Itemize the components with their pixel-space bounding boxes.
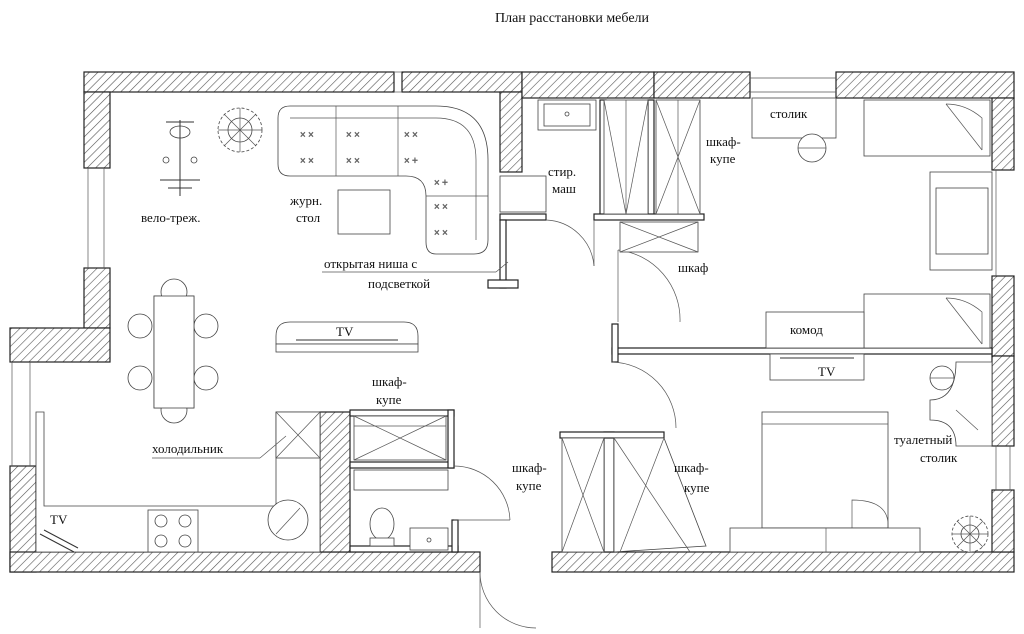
label-wardrobe-top-2: купе bbox=[710, 151, 736, 166]
label-wardrobe-hall-2: купе bbox=[376, 392, 402, 407]
label-chest: комод bbox=[790, 322, 823, 337]
label-wardrobe-bl-2: купе bbox=[516, 478, 542, 493]
wardrobe-top bbox=[655, 99, 701, 215]
wardrobe-bottom-left bbox=[561, 437, 605, 553]
svg-text:× ×: × × bbox=[346, 130, 360, 141]
svg-text:× ×: × × bbox=[346, 156, 360, 167]
plan-title: План расстановки мебели bbox=[495, 11, 650, 26]
label-open-niche-2: подсветкой bbox=[368, 276, 430, 291]
exterior-walls bbox=[9, 71, 1015, 573]
toilet-fixtures bbox=[353, 469, 449, 551]
svg-text:× +: × + bbox=[404, 156, 418, 167]
svg-text:× ×: × × bbox=[300, 156, 314, 167]
double-bed bbox=[729, 411, 921, 553]
label-cabinet: шкаф bbox=[678, 260, 708, 275]
svg-text:× ×: × × bbox=[300, 130, 314, 141]
corner-sofa: × × × × × × × × × × × + × + × × × × bbox=[277, 105, 489, 255]
plant-icon bbox=[217, 107, 263, 153]
label-small-table: столик bbox=[770, 106, 808, 121]
svg-text:× ×: × × bbox=[404, 130, 418, 141]
coffee-table bbox=[337, 189, 391, 235]
svg-text:× ×: × × bbox=[434, 202, 448, 213]
label-dressing-1: туалетный bbox=[894, 432, 952, 447]
label-washer-2: маш bbox=[552, 181, 576, 196]
bed-top bbox=[863, 99, 991, 157]
svg-text:× +: × + bbox=[434, 178, 448, 189]
label-tv-bedroom: TV bbox=[818, 364, 836, 379]
label-coffee-table-2: стол bbox=[296, 210, 321, 225]
door-swings bbox=[453, 219, 681, 629]
svg-text:× ×: × × bbox=[434, 228, 448, 239]
label-washer-1: стир. bbox=[548, 164, 576, 179]
tv-living bbox=[275, 321, 419, 353]
label-wardrobe-br-1: шкаф- bbox=[674, 460, 709, 475]
tv-kitchen bbox=[39, 529, 79, 553]
label-wardrobe-bl-1: шкаф- bbox=[512, 460, 547, 475]
bathroom-fixtures bbox=[499, 99, 649, 215]
armchair bbox=[929, 171, 993, 271]
label-wardrobe-br-2: купе bbox=[684, 480, 710, 495]
exercise-bike bbox=[160, 120, 200, 196]
windows bbox=[11, 71, 1011, 490]
label-coffee-table-1: журн. bbox=[289, 193, 322, 208]
wardrobe-hall bbox=[353, 415, 447, 461]
label-fridge: холодильник bbox=[152, 441, 224, 456]
cabinet bbox=[619, 221, 699, 253]
dining-table bbox=[127, 278, 219, 424]
chest bbox=[765, 311, 865, 349]
label-open-niche-1: открытая ниша с bbox=[324, 256, 417, 271]
label-wardrobe-hall-1: шкаф- bbox=[372, 374, 407, 389]
label-tv-kitchen: TV bbox=[50, 512, 68, 527]
plant-icon bbox=[951, 515, 989, 553]
label-dressing-2: столик bbox=[920, 450, 958, 465]
label-exercise-bike: вело-треж. bbox=[141, 210, 201, 225]
label-tv-living: TV bbox=[336, 324, 354, 339]
small-table bbox=[751, 97, 837, 139]
kitchen-counter bbox=[35, 411, 321, 553]
label-wardrobe-top-1: шкаф- bbox=[706, 134, 741, 149]
dressing-table bbox=[929, 361, 993, 447]
wardrobe-bottom-right bbox=[613, 437, 707, 553]
bed-middle bbox=[863, 293, 991, 349]
